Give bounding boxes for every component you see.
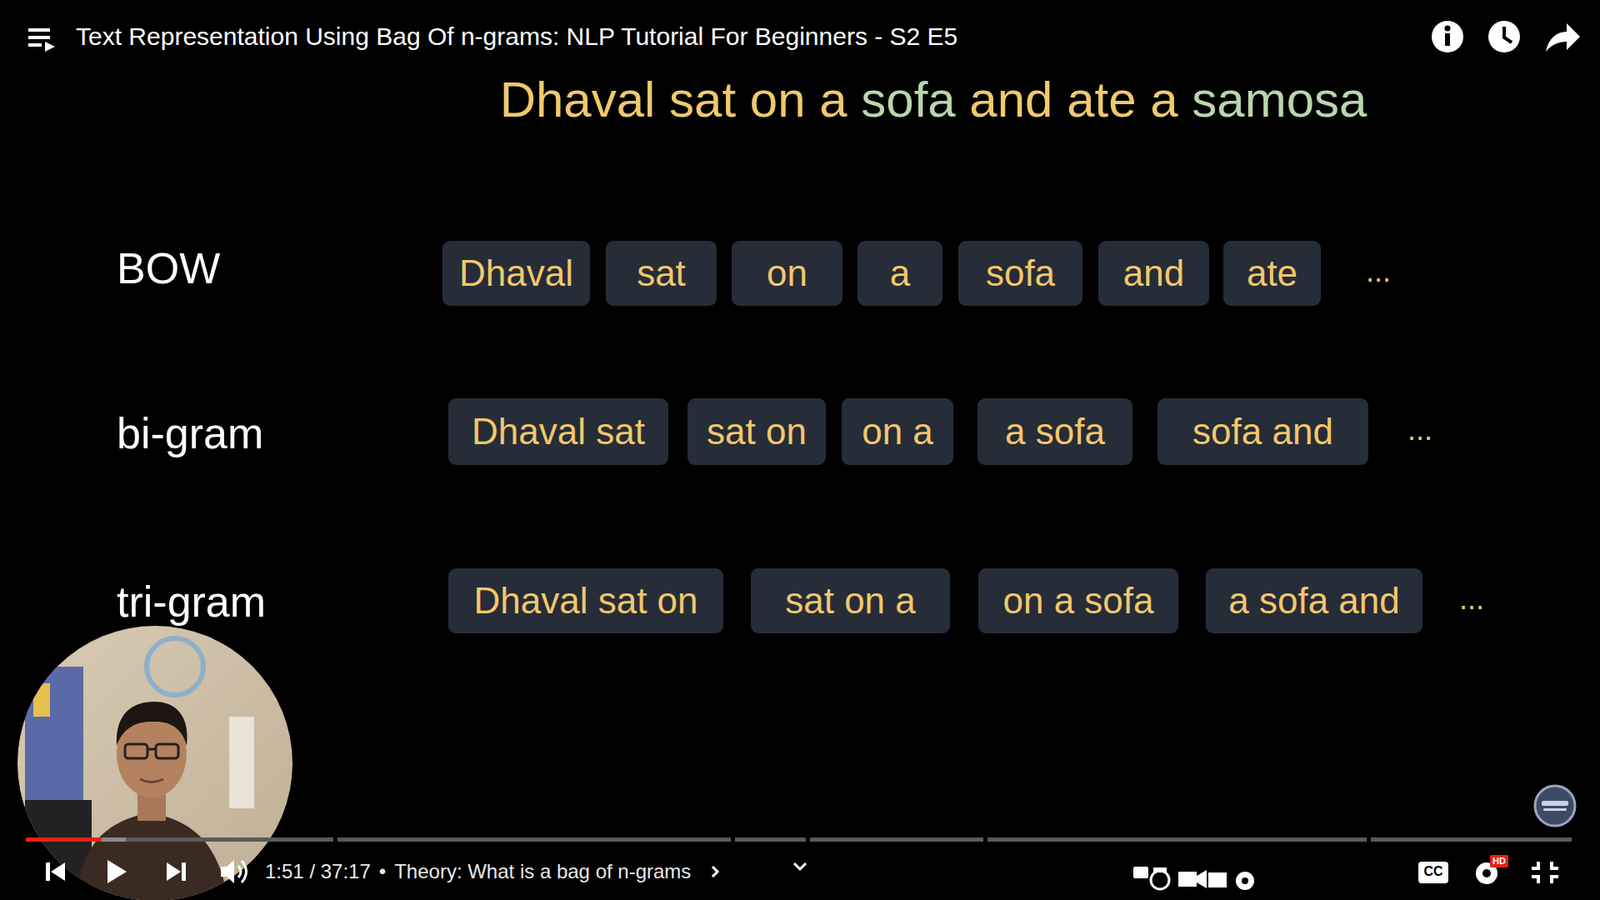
ngram-text: on a sofa [1002,582,1154,620]
ngram-text: a sofa and [1228,582,1400,620]
ngram-box: sofa and [1157,398,1369,465]
ellipsis: ... [1459,584,1485,615]
clock-icon [1488,20,1520,53]
row-label: tri-gram [116,580,266,624]
ngram-box: and [1098,240,1210,306]
ngram-box: a sofa and [1205,568,1423,634]
ellipsis: ... [1365,256,1391,287]
separator: • [379,861,386,882]
ngram-text: a sofa [1005,413,1105,450]
ngram-box: sat on a [750,568,950,634]
ngram-text: sat on a [785,582,916,620]
ngram-text: on a [861,413,934,450]
chapter-title: Theory: What is a bag of n-grams [394,861,691,882]
ngram-text: sat [636,255,686,292]
ngram-box: on a sofa [978,568,1179,634]
player-controls [45,860,1559,890]
ngram-box: Dhaval sat on [448,568,724,634]
channel-logo [1535,785,1575,826]
ngram-text: Dhaval sat [471,413,645,450]
ngram-box: Dhaval [442,240,590,306]
ngram-text: Dhaval [459,255,574,292]
ngram-text: on [766,255,808,292]
ngram-text: sat on [706,413,807,450]
time-display: 1:51 / 37:17 [265,861,371,882]
playlist-icon [28,28,55,52]
ngram-box: on [731,240,843,306]
ngram-text: sofa [985,255,1055,292]
ellipsis: ... [1407,415,1433,445]
info-icon [1431,20,1464,53]
ngram-text: and [1123,255,1185,292]
presenter-video [16,625,300,900]
ngram-box: sat [605,240,717,306]
ngram-text: Dhaval sat on [473,582,698,620]
hd-badge: HD [1490,855,1509,868]
progress-bar [25,836,1572,843]
ngram-box: sat on [687,398,826,465]
row-label: bi-gram [116,411,264,455]
ngram-box: a [857,240,943,306]
ngram-box: a sofa [977,398,1133,465]
ngram-text: sofa and [1192,413,1334,450]
ngram-text: ate [1246,255,1298,292]
row-label: BOW [116,246,220,290]
ngram-box: Dhaval sat [448,398,669,465]
ngram-box: sofa [958,240,1083,306]
ngram-box: ate [1223,240,1321,306]
share-icon [1545,23,1580,52]
example-sentence: Dhaval sat on a sofa and ate a samosa [500,75,1368,125]
ngram-box: on a [841,398,954,465]
video-title: Text Representation Using Bag Of n-grams… [75,24,958,50]
ngram-text: a [890,255,910,292]
cc-button: CC [1423,865,1443,879]
